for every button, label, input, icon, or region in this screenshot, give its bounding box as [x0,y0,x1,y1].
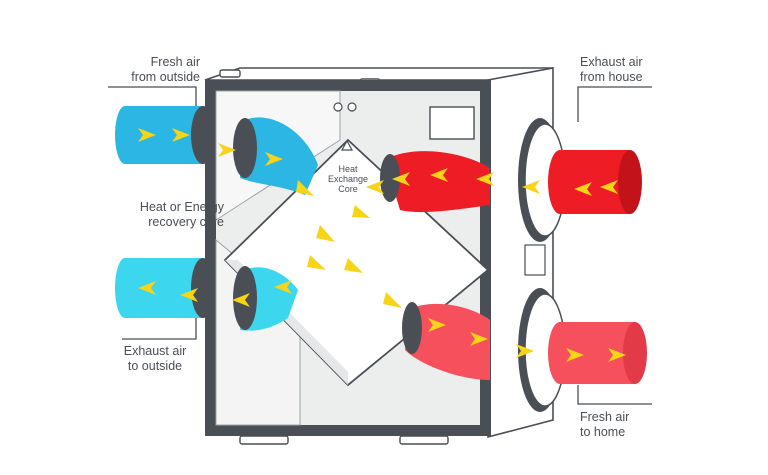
airflow-arrow-icon [274,280,292,294]
leader-fresh-out [577,385,652,405]
airflow-arrow-icon [430,168,448,182]
airflow-arrow-icon [392,172,410,186]
airflow-arrow-icon [344,258,363,273]
airflow-arrow-icon [232,293,250,307]
airflow-arrow-icon [600,180,618,194]
fresh-air-in-duct [115,106,318,195]
fresh-air-out-duct [402,288,647,412]
label-exhaust-air-from-house: Exhaust air from house [580,55,643,84]
airflow-arrow-icon [574,182,592,196]
label-fresh-air-to-home: Fresh air to home [580,410,630,439]
handle-left [219,69,241,78]
airflow-arrow-icon [608,348,626,362]
airflow-arrow-icon [516,344,534,358]
foot-left [239,435,289,445]
airflow-arrow-icon [470,332,488,346]
control-box [429,106,475,140]
airflow-arrow-icon [218,143,236,157]
airflow-arrow-icon [428,318,446,332]
airflow-arrow-icon [476,172,494,186]
exhaust-in-inner-bend [385,151,490,213]
airflow-arrow-icon [296,180,314,196]
label-exhaust-air-to-outside: Exhaust air to outside [123,344,187,373]
airflow-arrow-icon [366,180,384,194]
airflow-arrows [138,128,626,362]
indicator-a [333,102,343,112]
airflow-arrow-icon [180,288,198,302]
airflow-arrow-icon [383,292,402,308]
label-recovery-core: Heat or Energy recovery core [139,200,224,229]
fresh-out-inner-bend [405,303,490,380]
airflow-arrow-icon [138,281,156,295]
airflow-arrow-icon [138,128,156,142]
airflow-arrow-icon [566,348,584,362]
airflow-arrow-icon [307,255,326,270]
foot-right [399,435,449,445]
side-panel [524,244,546,276]
leader-exhaust-out [122,308,197,340]
airflow-arrow-icon [265,152,283,166]
label-fresh-air-from-outside: Fresh air from outside [131,55,200,84]
core-inner-label: Heat Exchange Core [327,164,369,194]
airflow-arrow-icon [172,128,190,142]
warning-triangle-icon [340,139,354,151]
airflow-arrow-icon [316,225,335,242]
leader-exhaust-in [577,86,652,122]
airflow-arrow-icon [522,180,540,194]
airflow-arrow-icon [352,205,370,218]
fresh-air-inner-bend [240,117,318,195]
indicator-b [347,102,357,112]
